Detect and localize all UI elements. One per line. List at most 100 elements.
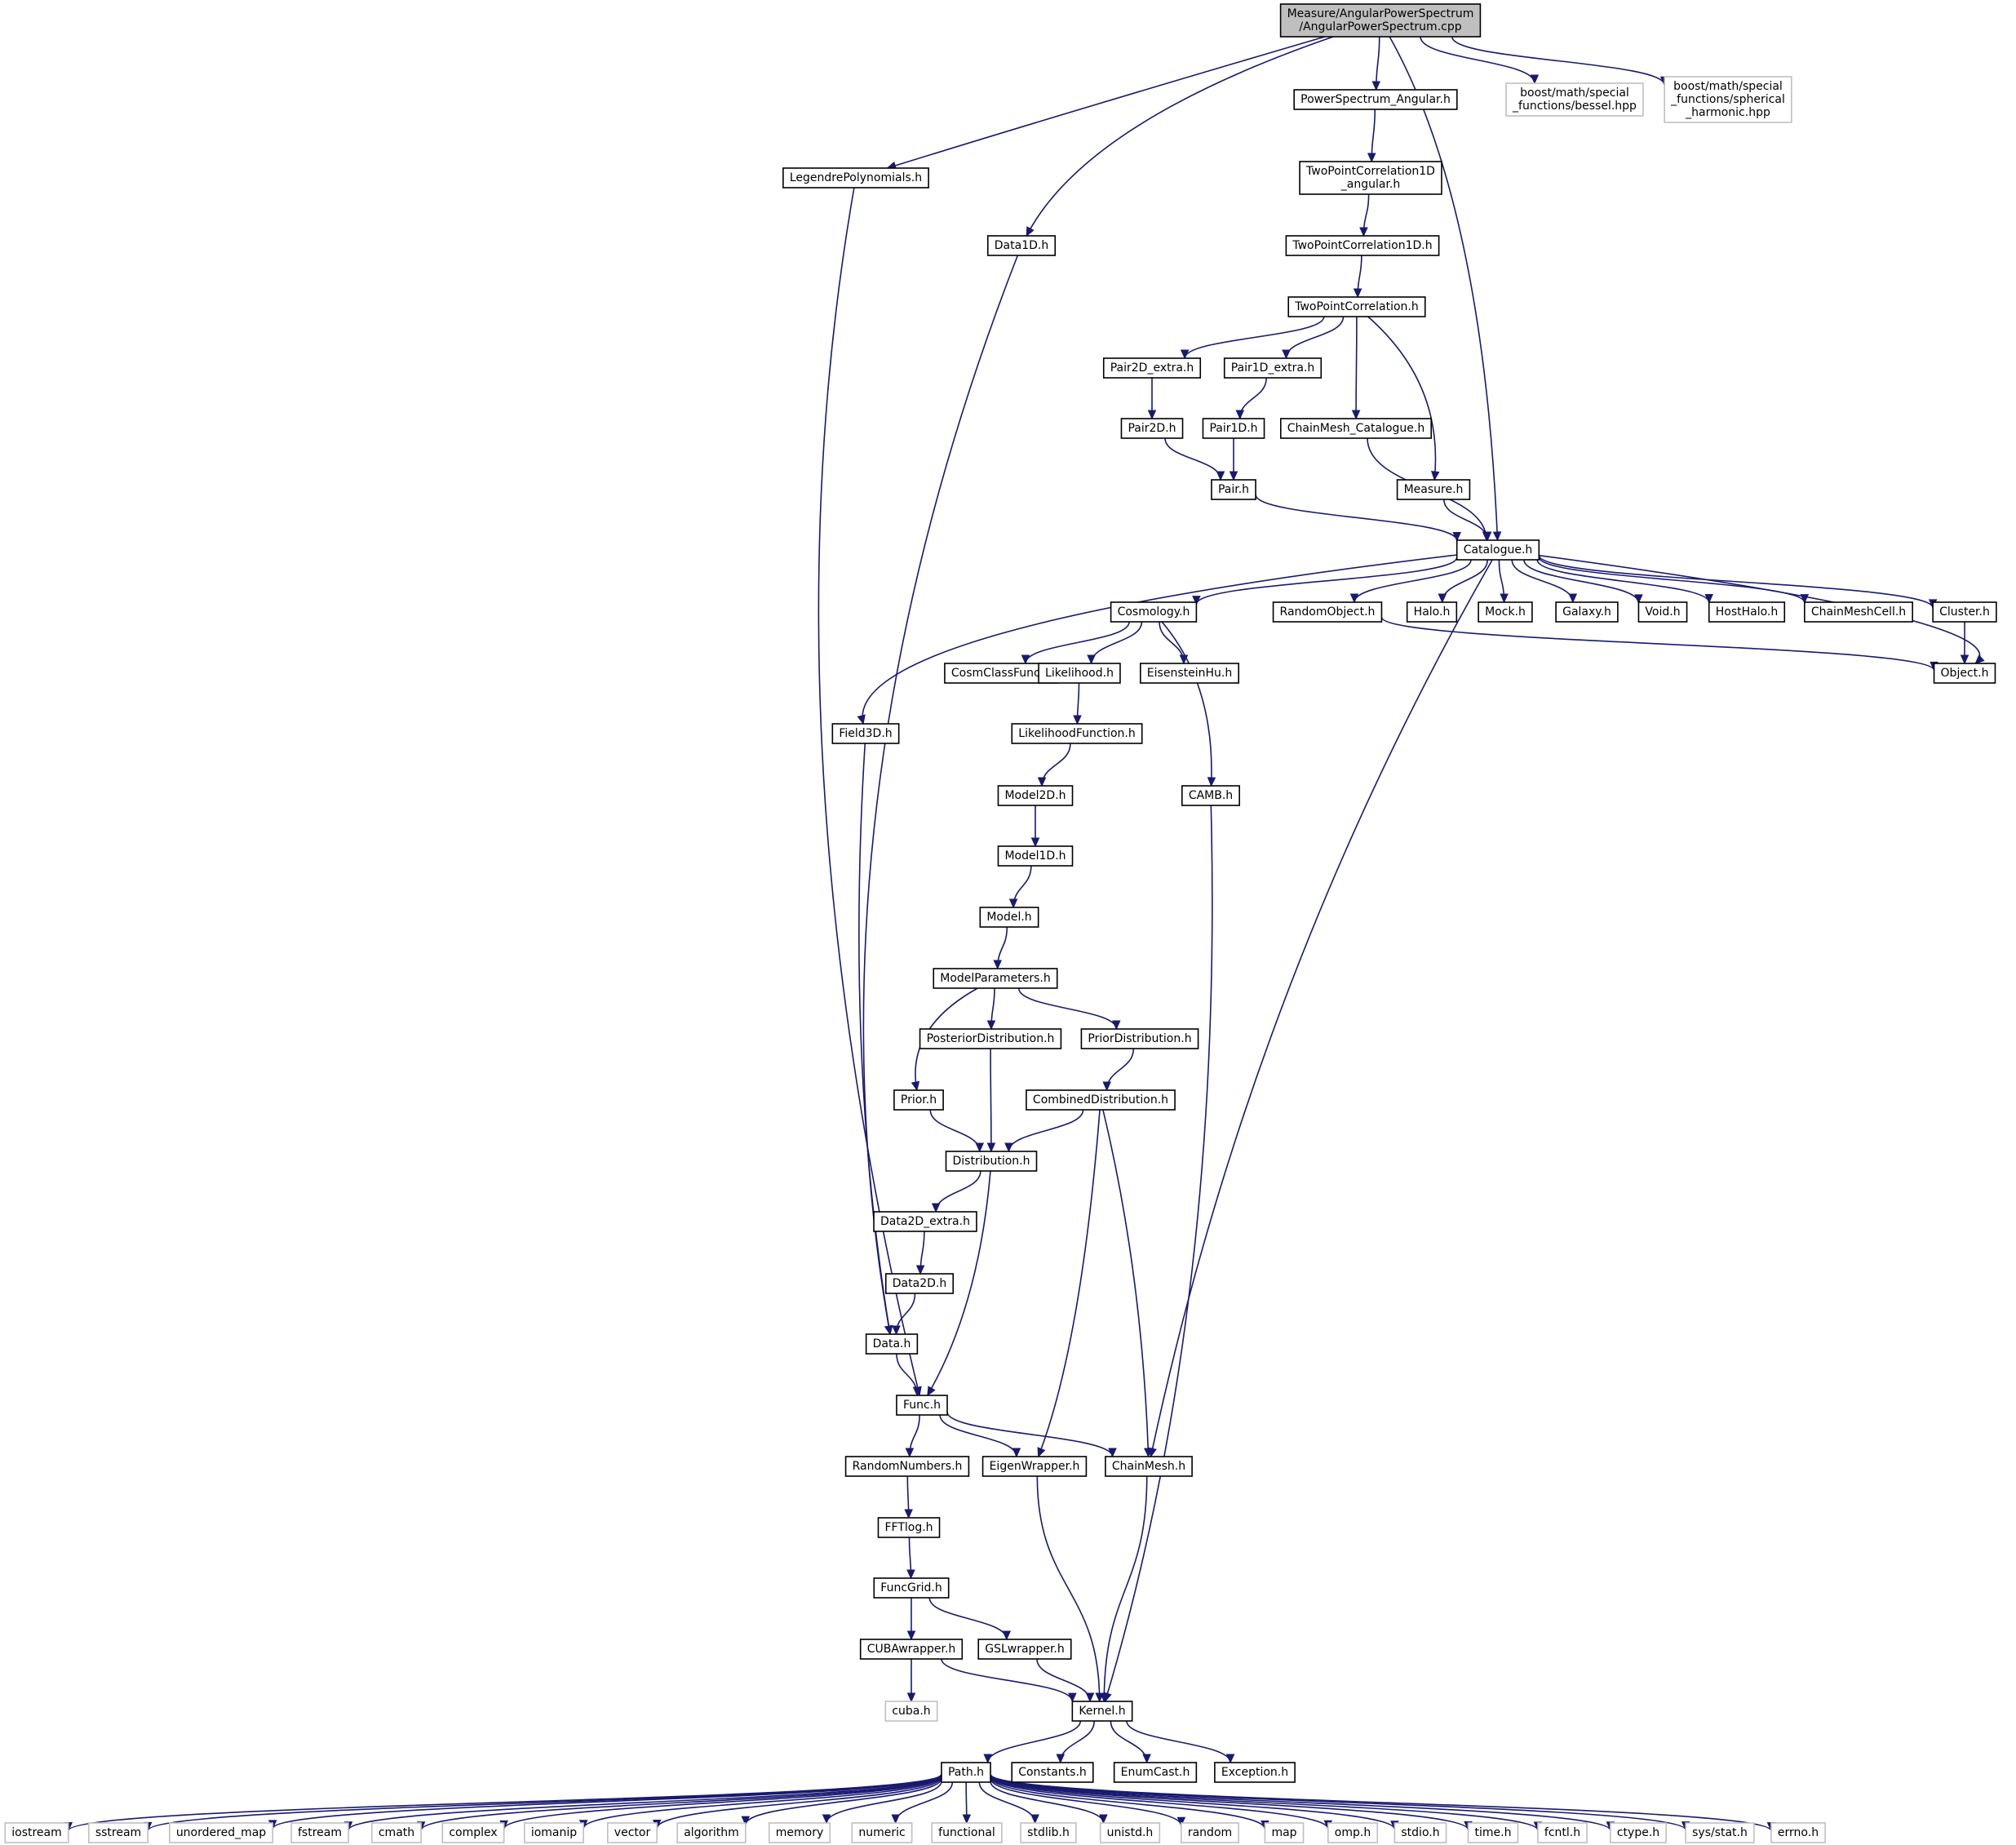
node-psa[interactable]: PowerSpectrum_Angular.h (1293, 89, 1458, 110)
edge-root-to-bessel (1420, 36, 1540, 85)
node-kernel[interactable]: Kernel.h (1071, 1701, 1133, 1722)
edge-path-to-functional (962, 1781, 972, 1825)
node-box (1285, 235, 1440, 256)
node-eisenstein[interactable]: EisensteinHu.h (1139, 663, 1240, 684)
node-label: Data2D_extra.h (880, 1215, 970, 1228)
node-cosmology[interactable]: Cosmology.h (1110, 601, 1198, 623)
node-eigen[interactable]: EigenWrapper.h (981, 1456, 1088, 1477)
node-box (893, 1089, 944, 1111)
node-halo[interactable]: Halo.h (1406, 601, 1458, 623)
node-root[interactable]: Measure/AngularPowerSpectrum/AngularPowe… (1279, 3, 1482, 38)
node-galaxy[interactable]: Galaxy.h (1555, 601, 1619, 623)
node-priordist[interactable]: PriorDistribution.h (1080, 1028, 1199, 1049)
node-box (1396, 479, 1471, 500)
node-pair[interactable]: Pair.h (1211, 479, 1256, 500)
node-likefunc[interactable]: LikelihoodFunction.h (1011, 723, 1143, 744)
node-constants[interactable]: Constants.h (1011, 1762, 1094, 1783)
arrowhead (1960, 654, 1969, 665)
node-label: PosteriorDistribution.h (927, 1032, 1055, 1045)
node-box (1120, 418, 1184, 439)
node-pair1dx[interactable]: Pair1D_extra.h (1223, 357, 1323, 379)
node-prior[interactable]: Prior.h (893, 1089, 944, 1111)
node-funcgrid[interactable]: FuncGrid.h (873, 1577, 950, 1599)
arrowhead (1353, 288, 1362, 299)
node-pair2dx[interactable]: Pair2D_extra.h (1102, 357, 1202, 379)
arrowhead (1192, 596, 1201, 605)
node-label: errno.h (1778, 1826, 1819, 1839)
arrowhead (1030, 1814, 1039, 1825)
node-fftlog[interactable]: FFTlog.h (877, 1517, 941, 1538)
node-numeric: numeric (851, 1822, 913, 1843)
node-model1d[interactable]: Model1D.h (997, 845, 1074, 867)
node-combined[interactable]: CombinedDistribution.h (1026, 1089, 1176, 1111)
arrowhead (905, 1448, 915, 1458)
node-camb[interactable]: CAMB.h (1181, 785, 1240, 806)
node-cluster[interactable]: Cluster.h (1932, 601, 1997, 623)
node-cmcell[interactable]: ChainMeshCell.h (1804, 601, 1913, 623)
edge-funcgrid-to-cuba_w (906, 1598, 916, 1641)
node-label: _harmonic.hpp (1685, 106, 1770, 119)
node-modelparams[interactable]: ModelParameters.h (933, 968, 1058, 989)
node-box (931, 1822, 1003, 1843)
node-exception[interactable]: Exception.h (1214, 1762, 1296, 1783)
arrowhead (1056, 1754, 1066, 1764)
edge-tpc1da-to-tpc1d (1359, 193, 1370, 237)
arrowhead (1103, 1692, 1112, 1703)
node-tpc[interactable]: TwoPointCorrelation.h (1287, 296, 1426, 317)
node-mock[interactable]: Mock.h (1478, 601, 1533, 623)
edge-root-to-catalogue (1389, 36, 1502, 542)
edge-data2d-to-data (892, 1293, 916, 1336)
node-posterior[interactable]: PosteriorDistribution.h (919, 1028, 1062, 1049)
node-box (851, 1822, 913, 1843)
node-box (1113, 1762, 1198, 1783)
node-box (1279, 3, 1482, 38)
node-cmcat[interactable]: ChainMesh_Catalogue.h (1279, 418, 1433, 439)
node-tpc1d[interactable]: TwoPointCorrelation1D.h (1285, 235, 1440, 256)
edge-model1d-to-model (1008, 865, 1032, 909)
node-likelihood[interactable]: Likelihood.h (1038, 663, 1121, 684)
node-gsl_w[interactable]: GSLwrapper.h (977, 1639, 1072, 1660)
node-path[interactable]: Path.h (941, 1762, 991, 1783)
node-label: Field3D.h (839, 727, 892, 740)
arrowhead (906, 1630, 916, 1641)
node-sysstat: sys/stat.h (1685, 1822, 1755, 1843)
node-pair1d[interactable]: Pair1D.h (1202, 418, 1265, 439)
node-model2d[interactable]: Model2D.h (997, 785, 1074, 806)
node-model[interactable]: Model.h (979, 907, 1039, 928)
node-label: stdlib.h (1027, 1826, 1070, 1839)
node-enumcast[interactable]: EnumCast.h (1113, 1762, 1198, 1783)
node-field3d[interactable]: Field3D.h (831, 723, 900, 744)
node-measure[interactable]: Measure.h (1396, 479, 1471, 500)
node-void[interactable]: Void.h (1637, 601, 1688, 623)
node-label: Object.h (1941, 667, 1989, 680)
node-sstream: sstream (88, 1822, 148, 1843)
arrowhead (891, 1814, 900, 1825)
node-object[interactable]: Object.h (1933, 663, 1996, 684)
node-data1d[interactable]: Data1D.h (986, 235, 1057, 256)
node-memory: memory (768, 1822, 831, 1843)
node-label: PowerSpectrum_Angular.h (1300, 93, 1451, 106)
node-catalogue[interactable]: Catalogue.h (1456, 539, 1540, 561)
node-chainmesh[interactable]: ChainMesh.h (1105, 1456, 1193, 1477)
node-box (1026, 1089, 1176, 1111)
node-data2dx[interactable]: Data2D_extra.h (873, 1211, 977, 1232)
node-box (941, 1762, 991, 1783)
node-data[interactable]: Data.h (865, 1333, 919, 1355)
node-legendre[interactable]: LegendrePolynomials.h (782, 167, 929, 188)
edge-path-to-omp (990, 1776, 1333, 1830)
arrowhead (986, 1142, 996, 1153)
node-pair2d[interactable]: Pair2D.h (1120, 418, 1184, 439)
node-distribution[interactable]: Distribution.h (945, 1151, 1038, 1172)
node-randnum[interactable]: RandomNumbers.h (844, 1456, 970, 1477)
node-box (844, 1456, 970, 1477)
node-hosthalo[interactable]: HostHalo.h (1708, 601, 1786, 623)
node-tpc1da[interactable]: TwoPointCorrelation1D_angular.h (1299, 161, 1442, 195)
node-data2d[interactable]: Data2D.h (884, 1273, 955, 1294)
node-cuba_w[interactable]: CUBAwrapper.h (859, 1639, 964, 1660)
node-box (884, 1273, 955, 1294)
node-func[interactable]: Func.h (896, 1395, 948, 1416)
node-randobj[interactable]: RandomObject.h (1272, 601, 1383, 623)
node-functional: functional (931, 1822, 1003, 1843)
node-box (1071, 1701, 1133, 1722)
arrowhead (1229, 471, 1238, 481)
